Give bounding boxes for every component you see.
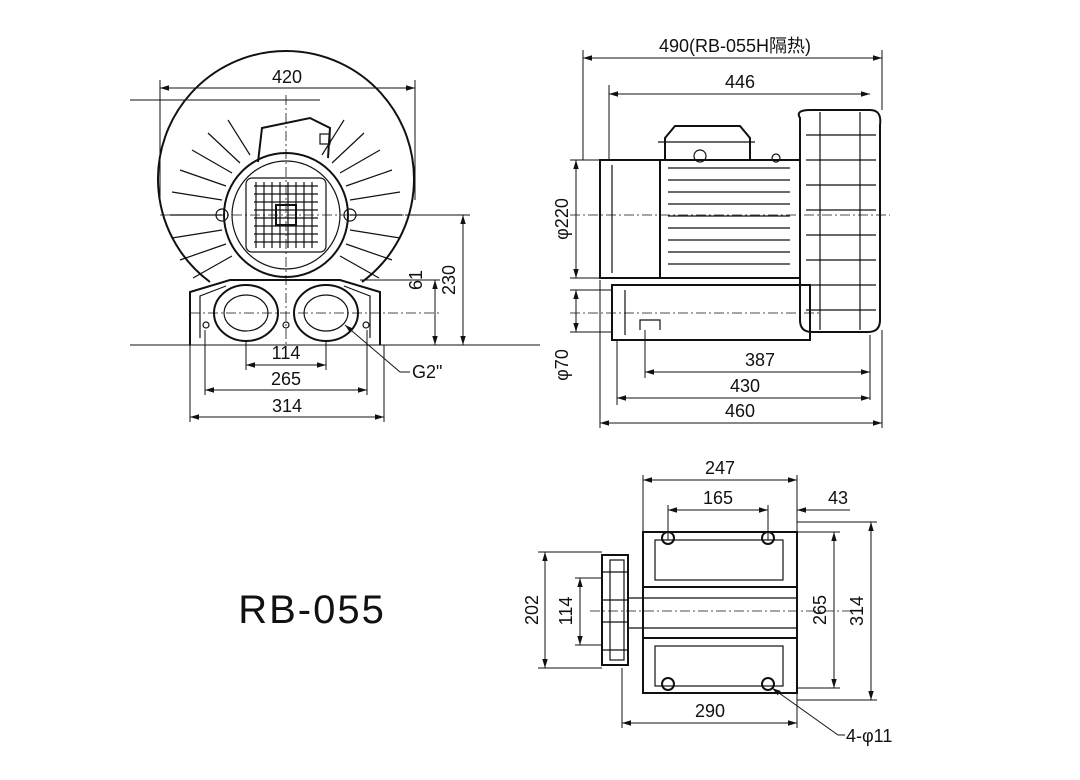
dim-265: 265: [271, 369, 301, 389]
dim-430: 430: [730, 376, 760, 396]
dim-460: 460: [725, 401, 755, 421]
dim-phi70: φ70: [552, 349, 572, 381]
dim-114-base: 114: [556, 597, 576, 626]
dim-114: 114: [272, 343, 301, 363]
dim-43: 43: [828, 488, 848, 508]
dim-314-base: 314: [847, 596, 867, 626]
cooling-ribs: [668, 167, 790, 265]
holes-label: 4-φ11: [846, 726, 892, 746]
dim-446: 446: [725, 72, 755, 92]
dim-230: 230: [439, 265, 459, 295]
front-view: 420: [130, 50, 540, 422]
dim-420: 420: [272, 67, 302, 87]
port-thread-label: G2": [412, 362, 442, 382]
dim-61: 61: [406, 270, 426, 290]
model-title: RB-055: [238, 588, 386, 632]
dim-265-base: 265: [810, 595, 830, 625]
dim-phi220: φ220: [552, 198, 572, 240]
housing-ribs: [806, 112, 876, 330]
dim-290: 290: [695, 701, 725, 721]
side-view: 490(RB-055H隔热) 446: [552, 36, 890, 428]
base-view: 247 165 43 20: [522, 458, 892, 746]
dim-165: 165: [703, 488, 733, 508]
dim-314: 314: [272, 396, 302, 416]
dim-387: 387: [745, 350, 775, 370]
dim-490: 490(RB-055H隔热): [659, 36, 811, 56]
dim-202: 202: [522, 595, 542, 625]
dim-247: 247: [705, 458, 735, 478]
